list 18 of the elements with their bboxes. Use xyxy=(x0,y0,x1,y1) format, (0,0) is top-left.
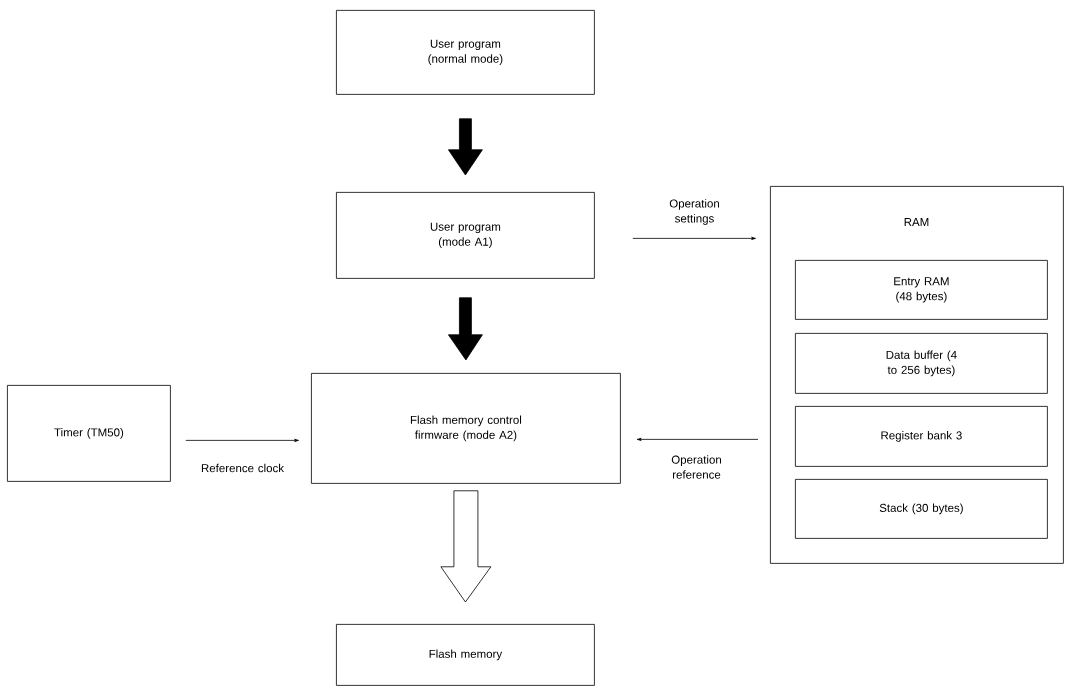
block-box: User program (normal mode) xyxy=(336,10,595,95)
block-box: Data buffer (4 to 256 bytes) xyxy=(795,333,1048,394)
block-box: Flash memory xyxy=(336,624,595,686)
block-arrow xyxy=(448,118,483,176)
edge-label: Operation settings xyxy=(669,199,719,225)
block-box: User program (mode A1) xyxy=(336,192,595,279)
block-box: Flash memory control firmware (mode A2) xyxy=(311,373,621,484)
edge-label: Reference clock xyxy=(201,463,285,473)
block-box: Register bank 3 xyxy=(795,406,1048,467)
arrow xyxy=(185,438,299,442)
block-box: Entry RAM (48 bytes) xyxy=(795,260,1048,320)
block-arrow xyxy=(448,297,483,361)
edge-label: Operation reference xyxy=(671,455,721,479)
block-arrow xyxy=(440,490,492,603)
block-box: Stack (30 bytes) xyxy=(795,479,1048,539)
block-box: Timer (TM50) xyxy=(7,385,171,482)
arrow xyxy=(636,437,759,441)
arrow xyxy=(632,236,756,240)
